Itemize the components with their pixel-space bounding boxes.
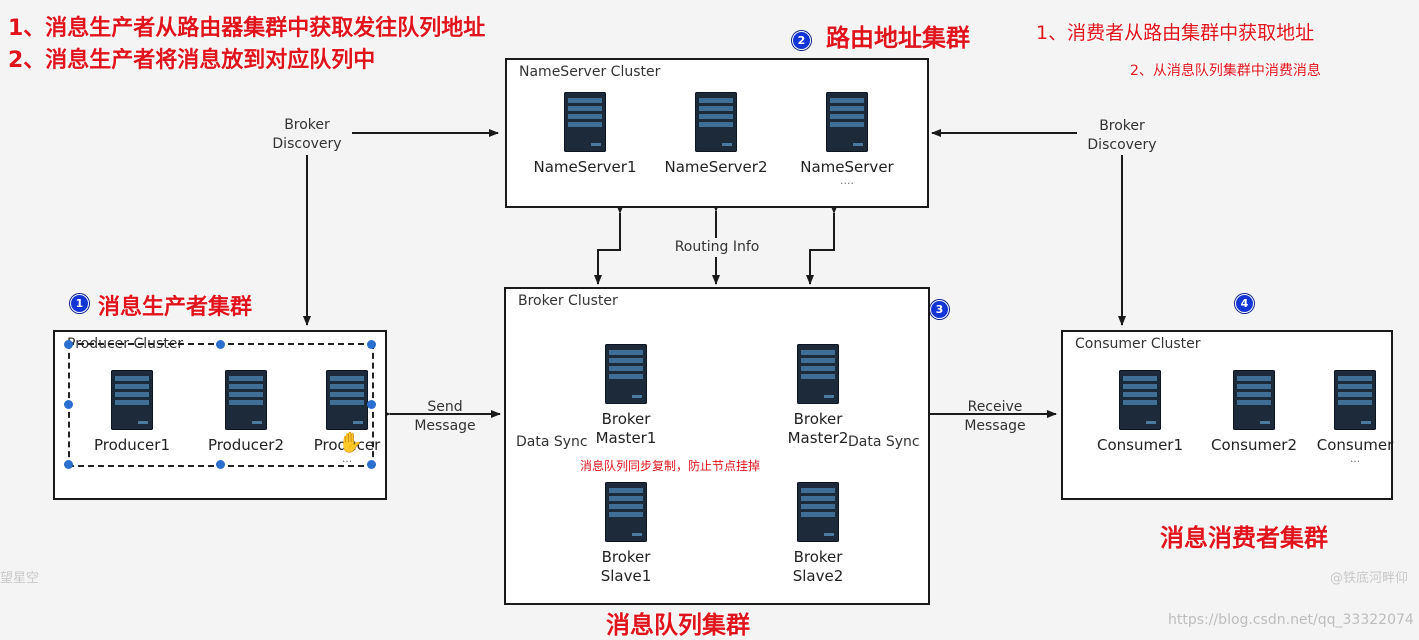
broker-master-1: Broker Master1	[566, 344, 686, 448]
consumer-node-1: Consumer1	[1080, 370, 1200, 455]
resize-handle-mr[interactable]	[367, 400, 376, 409]
consumer-cluster-title: Consumer Cluster	[1075, 336, 1201, 352]
node-label: Broker Slave1	[600, 548, 652, 585]
label-send-message: Send Message	[414, 399, 476, 434]
arrow-routing-left	[594, 204, 624, 285]
node-label: Producer	[313, 436, 381, 454]
note-producer-step-1: 1、消息生产者从路由器集群中获取发往队列地址	[8, 16, 486, 41]
node-label: Broker Slave2	[792, 548, 844, 585]
producer-node-3: Producer ...	[287, 370, 407, 465]
server-icon	[1334, 370, 1376, 430]
nameserver-cluster-title: NameServer Cluster	[519, 64, 661, 80]
label-broker-discovery-left: Broker Discovery	[262, 116, 352, 154]
watermark-url: https://blog.csdn.net/qq_33322074	[1168, 612, 1414, 628]
heading-producer-cluster: 消息生产者集群	[98, 295, 253, 320]
server-icon	[695, 92, 737, 152]
badge-3: 3	[930, 300, 949, 319]
producer-cluster-box: Producer Cluster Producer1 Producer2 Pro…	[53, 330, 387, 500]
producer-node-2: Producer2	[186, 370, 306, 455]
nameserver-cluster-box: NameServer Cluster NameServer1 NameServe…	[505, 58, 929, 208]
note-producer-step-2: 2、消息生产者将消息放到对应队列中	[8, 48, 376, 73]
server-icon	[326, 370, 368, 430]
nameserver-node-2: NameServer2	[656, 92, 776, 177]
resize-handle-bl[interactable]	[64, 460, 73, 469]
node-label: Producer1	[93, 436, 170, 454]
server-icon	[605, 344, 647, 404]
resize-handle-ml[interactable]	[64, 400, 73, 409]
heading-consumer-cluster: 消息消费者集群	[1160, 524, 1328, 552]
node-label: NameServer2	[664, 158, 768, 176]
node-label: Consumer1	[1096, 436, 1184, 454]
resize-handle-tr[interactable]	[367, 340, 376, 349]
node-label: NameServer1	[533, 158, 637, 176]
note-consumer-step-1: 1、消费者从路由集群中获取地址	[1036, 22, 1315, 44]
producer-node-1: Producer1	[72, 370, 192, 455]
node-label: NameServer	[800, 158, 894, 176]
label-receive-message: Receive Message	[964, 399, 1026, 434]
resize-handle-tl[interactable]	[64, 340, 73, 349]
consumer-cluster-box: Consumer Cluster Consumer1 Consumer2 Con…	[1061, 330, 1393, 500]
server-icon	[225, 370, 267, 430]
node-label: Producer2	[207, 436, 284, 454]
broker-slave-1: Broker Slave1	[566, 482, 686, 586]
heading-queue-cluster: 消息队列集群	[606, 611, 750, 639]
broker-cluster-box: Broker Cluster Broker Master1 Broker Mas…	[504, 287, 930, 605]
note-sync-replication: 消息队列同步复制，防止节点挂掉	[580, 459, 761, 473]
watermark-left: 望星空	[0, 571, 40, 586]
badge-1: 1	[70, 294, 89, 313]
heading-routing-cluster: 路由地址集群	[826, 24, 970, 52]
server-icon	[605, 482, 647, 542]
broker-slave-2: Broker Slave2	[758, 482, 878, 586]
consumer-node-2: Consumer2	[1194, 370, 1314, 455]
server-icon	[564, 92, 606, 152]
arrow-routing-right	[806, 204, 838, 285]
hand-cursor-icon: ✋	[338, 430, 363, 454]
server-icon	[797, 344, 839, 404]
more-ellipsis: ...	[1349, 452, 1361, 465]
label-routing-info: Routing Info	[664, 238, 770, 257]
label-broker-discovery-right: Broker Discovery	[1077, 117, 1167, 155]
server-icon	[111, 370, 153, 430]
label-data-sync-left: Data Sync	[516, 433, 588, 452]
resize-handle-tm[interactable]	[216, 340, 225, 349]
resize-handle-bm[interactable]	[216, 460, 225, 469]
broker-cluster-title: Broker Cluster	[518, 293, 618, 309]
server-icon	[1233, 370, 1275, 430]
badge-2: 2	[792, 31, 811, 50]
consumer-node-3: Consumer ...	[1295, 370, 1415, 465]
label-data-sync-right: Data Sync	[848, 433, 920, 452]
more-ellipsis: ...	[341, 452, 353, 465]
resize-handle-br[interactable]	[367, 460, 376, 469]
node-label: Consumer2	[1210, 436, 1298, 454]
note-consumer-step-2: 2、从消息队列集群中消费消息	[1130, 63, 1321, 79]
server-icon	[826, 92, 868, 152]
node-label: Consumer	[1316, 436, 1394, 454]
node-label: Broker Master2	[787, 410, 849, 447]
watermark-right: @铁底河畔仰	[1330, 571, 1409, 586]
more-ellipsis: ....	[840, 174, 854, 187]
selection-rectangle[interactable]	[68, 343, 374, 467]
node-label: Broker Master1	[595, 410, 657, 447]
badge-4: 4	[1235, 294, 1254, 313]
server-icon	[1119, 370, 1161, 430]
broker-master-2: Broker Master2	[758, 344, 878, 448]
server-icon	[797, 482, 839, 542]
nameserver-node-1: NameServer1	[525, 92, 645, 177]
nameserver-node-3: NameServer ....	[787, 92, 907, 187]
